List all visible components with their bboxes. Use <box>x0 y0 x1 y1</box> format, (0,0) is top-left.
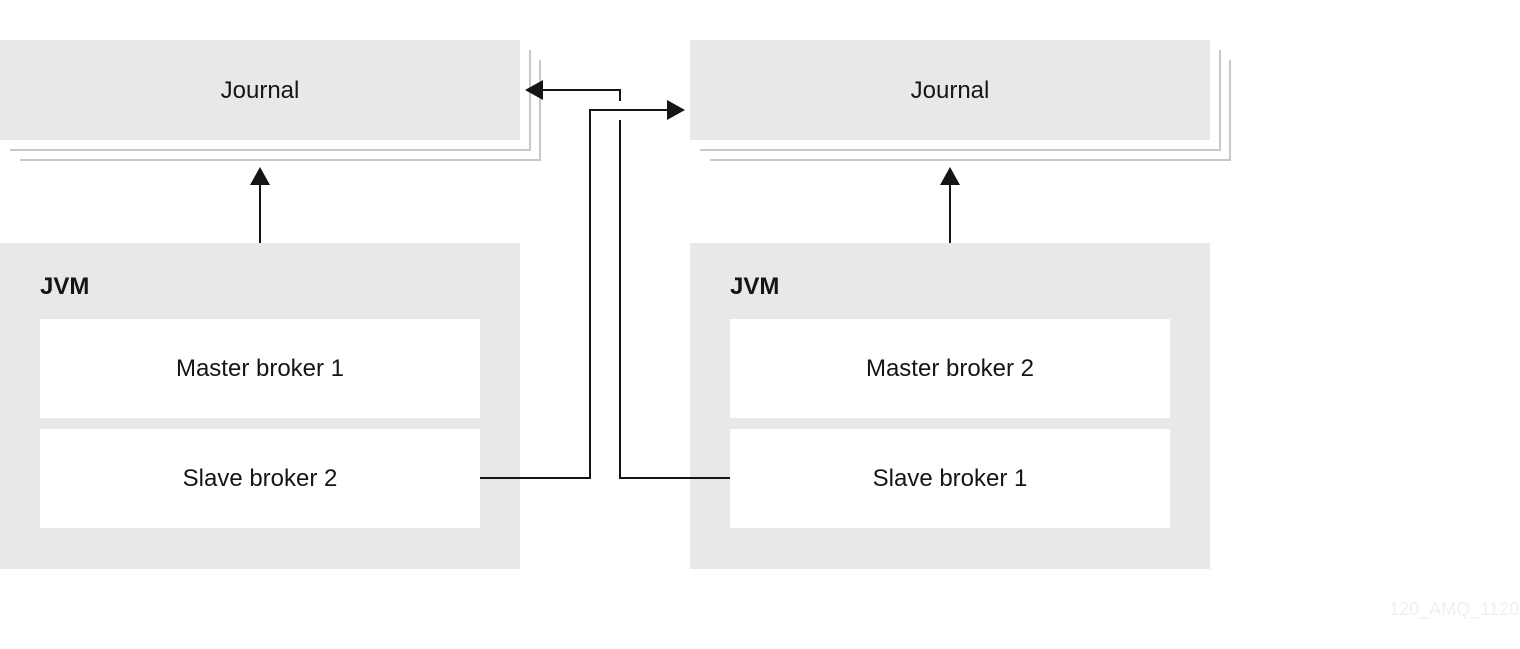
right-journal-box <box>690 40 1210 140</box>
right-slave-broker-label: Slave broker 1 <box>873 465 1028 492</box>
left-journal-box <box>0 40 520 140</box>
right-slave-broker-box <box>730 429 1170 528</box>
left-slave-broker-box <box>40 429 480 528</box>
left-journal-stack-middle <box>10 50 531 151</box>
right-journal-stack-middle <box>700 50 1221 151</box>
slave2-to-right-journal-connector <box>480 100 685 479</box>
right-master-broker-box <box>730 319 1170 418</box>
right-jvm: JVM Master broker 2 Slave broker 1 <box>690 243 1210 569</box>
arrowhead-up-icon <box>250 167 270 185</box>
right-journal-label: Journal <box>911 77 990 104</box>
left-jvm-to-journal-arrow <box>250 167 270 243</box>
arrowhead-left-icon <box>525 80 543 100</box>
slave1-to-left-journal-connector <box>525 80 730 479</box>
left-jvm-label: JVM <box>40 273 89 300</box>
arrowhead-up-icon <box>940 167 960 185</box>
left-jvm: JVM Master broker 1 Slave broker 2 <box>0 243 520 569</box>
right-journal: Journal <box>690 40 1231 161</box>
right-jvm-label: JVM <box>730 273 779 300</box>
left-journal-label: Journal <box>221 77 300 104</box>
figure-id-watermark: 120_AMQ_1120 <box>1389 599 1519 620</box>
right-master-broker-label: Master broker 2 <box>866 355 1034 382</box>
arrowhead-right-icon <box>667 100 685 120</box>
left-journal: Journal <box>0 40 541 161</box>
right-journal-stack-back <box>710 60 1231 161</box>
right-jvm-to-journal-arrow <box>940 167 960 243</box>
left-slave-broker-label: Slave broker 2 <box>183 465 338 492</box>
left-master-broker-label: Master broker 1 <box>176 355 344 382</box>
left-master-broker-box <box>40 319 480 418</box>
